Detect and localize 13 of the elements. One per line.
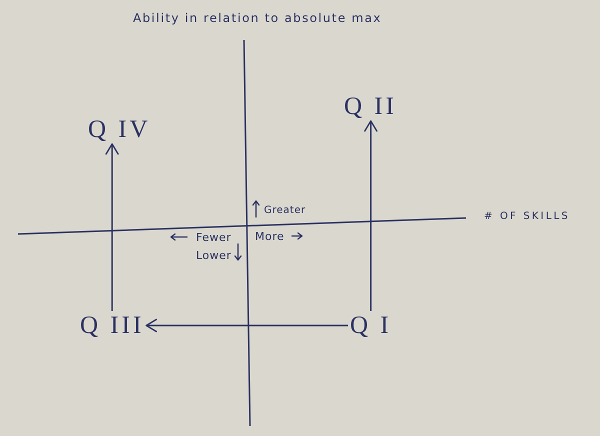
arrow bbox=[105, 143, 119, 311]
axis-label: # OF SKILLS bbox=[484, 212, 570, 222]
quadrant-label: Q IV bbox=[88, 117, 151, 142]
direction-label: Lower bbox=[196, 250, 232, 261]
quadrant-label: Q I bbox=[350, 313, 392, 338]
axis-label: Ability in relation to absolute max bbox=[133, 12, 382, 24]
quadrant-label: Q III bbox=[80, 313, 144, 338]
direction-label: Greater bbox=[264, 206, 306, 216]
arrow bbox=[364, 120, 378, 311]
arrow bbox=[146, 318, 348, 332]
quadrant-label: Q II bbox=[344, 94, 397, 119]
direction-label: More bbox=[255, 231, 284, 242]
direction-label: Fewer bbox=[196, 232, 232, 243]
